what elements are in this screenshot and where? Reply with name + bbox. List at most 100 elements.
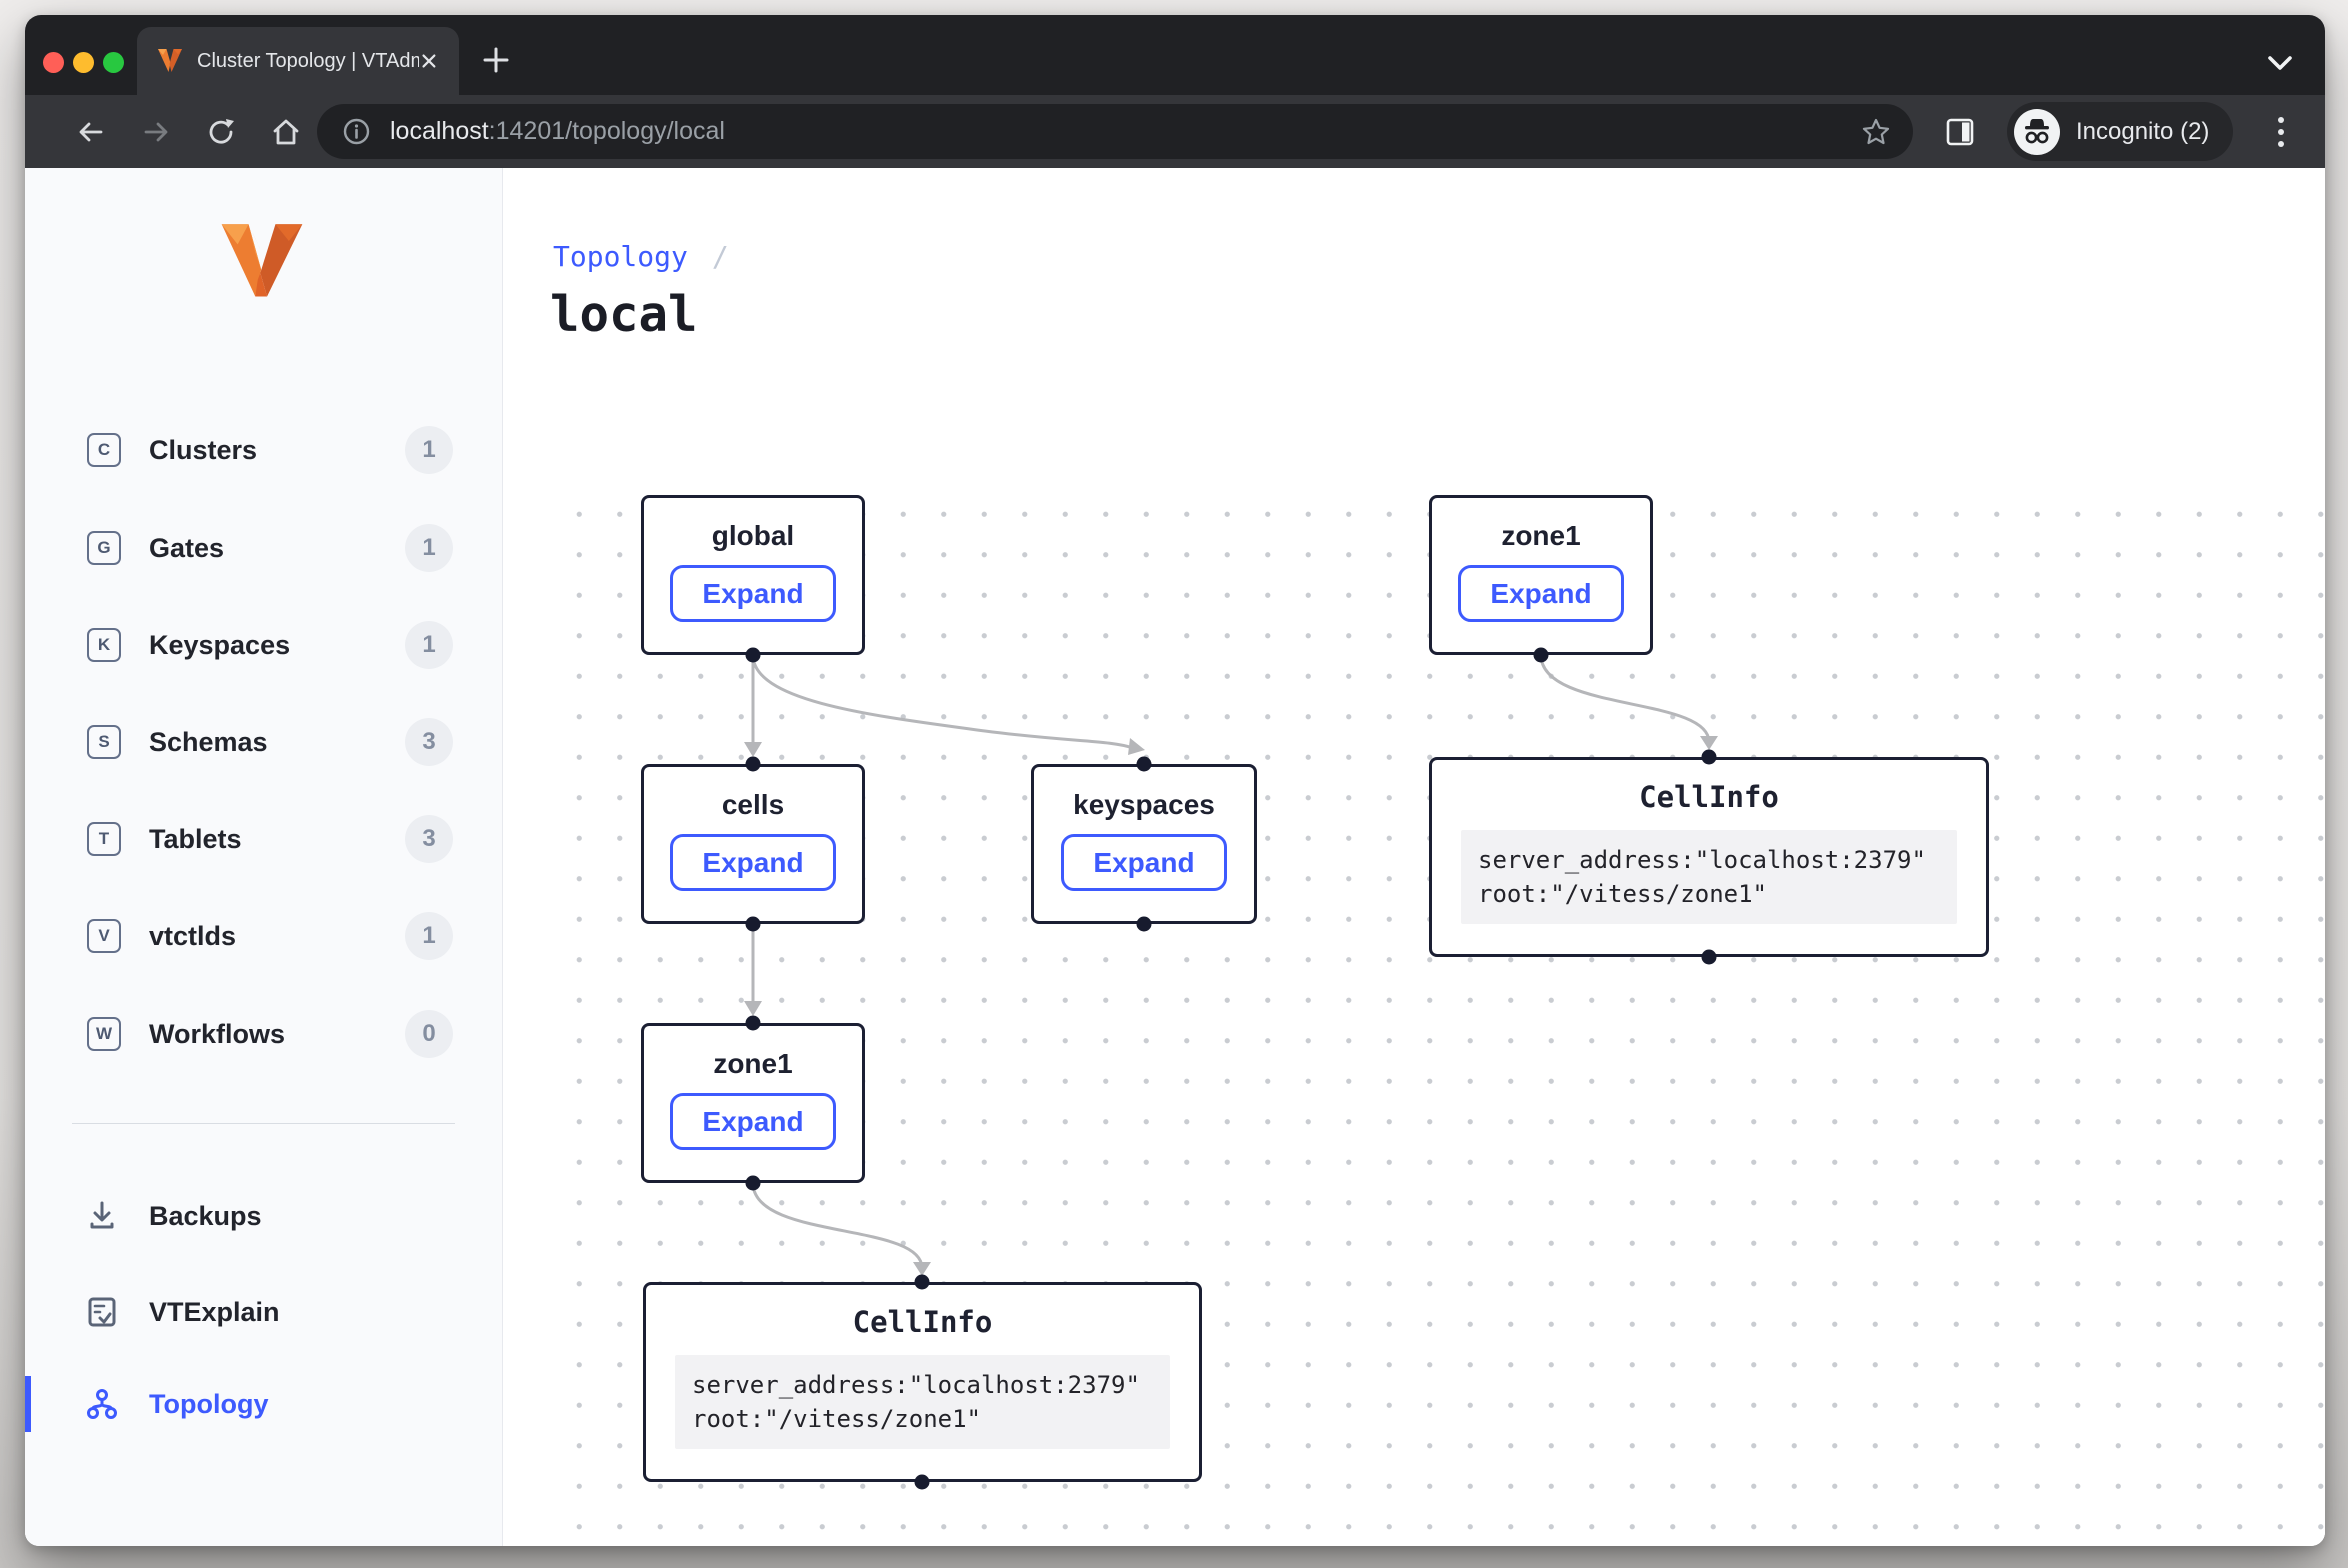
home-icon[interactable]: [270, 116, 302, 148]
port-cells-bottom: [745, 916, 761, 932]
port-cellinforight-bottom: [1701, 949, 1717, 965]
sidebar-item-label: Gates: [149, 533, 225, 563]
node-cellinfo-right[interactable]: CellInfo server_address:"localhost:2379"…: [1429, 757, 1989, 957]
breadcrumb-topology-link[interactable]: Topology: [553, 240, 688, 273]
incognito-label: Incognito (2): [2076, 117, 2210, 145]
sidebar-item-clusters[interactable]: C Clusters 1: [25, 420, 502, 480]
clusters-icon-letter: C: [97, 440, 111, 459]
port-zone1top-bottom: [1533, 647, 1549, 663]
count-badge: 0: [405, 1010, 453, 1058]
workflows-icon-letter: W: [95, 1024, 113, 1043]
gates-icon: G: [87, 531, 121, 565]
count-badge: 1: [405, 621, 453, 669]
cellinfo-code: server_address:"localhost:2379" root:"/v…: [1461, 830, 1957, 924]
browser-tab[interactable]: Cluster Topology | VTAdmin: [137, 27, 459, 95]
sidebar-item-label: Clusters: [149, 435, 258, 465]
sidebar-item-label: Tablets: [149, 824, 242, 854]
active-indicator: [25, 1376, 31, 1432]
back-icon[interactable]: [75, 116, 107, 148]
tab-close-icon[interactable]: [419, 50, 439, 72]
code-line: server_address:"localhost:2379": [1478, 846, 1926, 874]
sidebar-item-tablets[interactable]: T Tablets 3: [25, 809, 502, 869]
expand-button[interactable]: Expand: [1061, 834, 1227, 891]
page-title: local: [550, 286, 698, 343]
sidebar-item-schemas[interactable]: S Schemas 3: [25, 712, 502, 772]
node-cells[interactable]: cells Expand: [641, 764, 865, 924]
node-keyspaces[interactable]: keyspaces Expand: [1031, 764, 1257, 924]
port-keyspaces-bottom: [1136, 916, 1152, 932]
sidebar-item-vtexplain[interactable]: VTExplain: [25, 1280, 502, 1344]
main-panel: Topology / local: [504, 168, 2325, 1546]
sidebar-item-topology[interactable]: Topology: [25, 1372, 502, 1436]
sidebar-item-gates[interactable]: G Gates 1: [25, 518, 502, 578]
node-global[interactable]: global Expand: [641, 495, 865, 655]
sidebar-item-label: Keyspaces: [149, 630, 291, 660]
graph-edges: [744, 653, 1718, 1276]
node-title: cells: [721, 789, 785, 820]
window-minimize-button[interactable]: [73, 51, 94, 73]
sidebar: C Clusters 1 G Gates 1 K Keyspaces 1 S S…: [25, 168, 503, 1546]
sidebar-item-label: Workflows: [149, 1019, 286, 1049]
code-line: root:"/vitess/zone1": [692, 1405, 981, 1433]
address-bar[interactable]: localhost:14201/topology/local: [317, 104, 1913, 159]
node-title: CellInfo: [852, 1305, 993, 1339]
browser-window: Cluster Topology | VTAdmin: [25, 15, 2325, 1546]
site-info-icon[interactable]: [343, 118, 370, 145]
new-tab-button[interactable]: [480, 44, 512, 76]
node-zone1-lower[interactable]: zone1 Expand: [641, 1023, 865, 1183]
port-cellinfobottom-bottom: [914, 1474, 930, 1490]
bookmark-star-icon[interactable]: [1861, 117, 1891, 147]
side-panel-icon[interactable]: [1945, 117, 1975, 147]
forward-icon[interactable]: [140, 116, 172, 148]
sidebar-item-label: Schemas: [149, 727, 268, 757]
menu-kebab-icon[interactable]: [2268, 112, 2294, 152]
keyspaces-icon: K: [87, 628, 121, 662]
code-line: server_address:"localhost:2379": [692, 1371, 1140, 1399]
node-title: CellInfo: [1639, 780, 1779, 814]
sidebar-item-vtctlds[interactable]: V vtctlds 1: [25, 906, 502, 966]
node-cellinfo-bottom[interactable]: CellInfo server_address:"localhost:2379"…: [643, 1282, 1202, 1482]
count-badge: 3: [405, 815, 453, 863]
workflows-icon: W: [87, 1017, 121, 1051]
vtctlds-icon-letter: V: [98, 926, 110, 945]
code-line: root:"/vitess/zone1": [1478, 880, 1767, 908]
gates-icon-letter: G: [97, 538, 111, 557]
vitess-favicon-icon: [158, 49, 182, 72]
url-text: localhost:14201/topology/local: [390, 117, 725, 146]
sidebar-item-backups[interactable]: Backups: [25, 1184, 502, 1248]
sidebar-item-label: Topology: [149, 1389, 269, 1419]
cellinfo-code: server_address:"localhost:2379" root:"/v…: [675, 1355, 1170, 1449]
sidebar-item-workflows[interactable]: W Workflows 0: [25, 1004, 502, 1064]
expand-button[interactable]: Expand: [1458, 565, 1624, 622]
window-close-button[interactable]: [43, 51, 64, 73]
sidebar-item-label: VTExplain: [149, 1297, 280, 1327]
page-content: C Clusters 1 G Gates 1 K Keyspaces 1 S S…: [25, 168, 2325, 1546]
profile-badge[interactable]: Incognito (2): [2007, 102, 2233, 161]
sidebar-item-label: vtctlds: [149, 921, 237, 951]
count-badge: 1: [405, 912, 453, 960]
tab-search-chevron-icon[interactable]: [2263, 51, 2297, 75]
reload-icon[interactable]: [205, 116, 237, 148]
topology-graph-canvas[interactable]: global Expand zone1 Expand cells Expand …: [545, 480, 2325, 1546]
count-badge: 1: [405, 524, 453, 572]
tab-title: Cluster Topology | VTAdmin: [197, 49, 420, 72]
tablets-icon-letter: T: [98, 829, 110, 848]
expand-button[interactable]: Expand: [670, 565, 836, 622]
port-cellinforight-top: [1701, 749, 1717, 765]
sidebar-item-keyspaces[interactable]: K Keyspaces 1: [25, 615, 502, 675]
count-badge: 1: [405, 426, 453, 474]
vtctlds-icon: V: [87, 919, 121, 953]
breadcrumb: Topology /: [553, 240, 729, 273]
schemas-icon: S: [87, 725, 121, 759]
url-path: :14201/topology/local: [488, 117, 725, 145]
vitess-logo: [221, 224, 303, 297]
port-cellinfobottom-top: [914, 1274, 930, 1290]
node-zone1-top[interactable]: zone1 Expand: [1429, 495, 1653, 655]
node-title: zone1: [713, 1048, 793, 1079]
node-title: keyspaces: [1073, 789, 1215, 820]
window-zoom-button[interactable]: [103, 51, 124, 73]
expand-button[interactable]: Expand: [670, 834, 836, 891]
sidebar-item-label: Backups: [149, 1201, 262, 1231]
tab-strip: Cluster Topology | VTAdmin: [25, 15, 2325, 95]
expand-button[interactable]: Expand: [670, 1093, 836, 1150]
